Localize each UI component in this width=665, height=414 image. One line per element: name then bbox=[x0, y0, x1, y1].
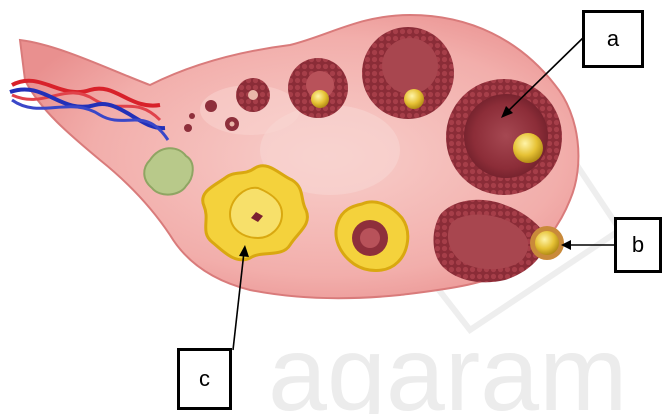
label-box-c: c bbox=[177, 348, 232, 410]
primordial-follicle bbox=[184, 124, 192, 132]
primary-follicle-oocyte bbox=[248, 90, 258, 100]
label-box-b: b bbox=[614, 217, 662, 273]
primordial-follicle bbox=[205, 100, 217, 112]
label-b-text: b bbox=[632, 232, 644, 258]
label-c-text: c bbox=[199, 366, 210, 392]
secondary-follicle-oocyte bbox=[311, 90, 329, 108]
graafian-follicle-oocyte bbox=[513, 133, 543, 163]
corpus-hemorrhagicum-inner bbox=[360, 228, 380, 248]
tertiary-follicle-oocyte bbox=[404, 89, 424, 109]
label-a-text: a bbox=[607, 26, 619, 52]
label-box-a: a bbox=[582, 10, 644, 68]
primordial-follicle-core bbox=[230, 122, 235, 127]
primordial-follicle bbox=[189, 113, 195, 119]
tertiary-follicle-cavity bbox=[382, 38, 438, 94]
watermark-text: agaram bbox=[268, 315, 627, 414]
released-ovum bbox=[535, 231, 559, 255]
